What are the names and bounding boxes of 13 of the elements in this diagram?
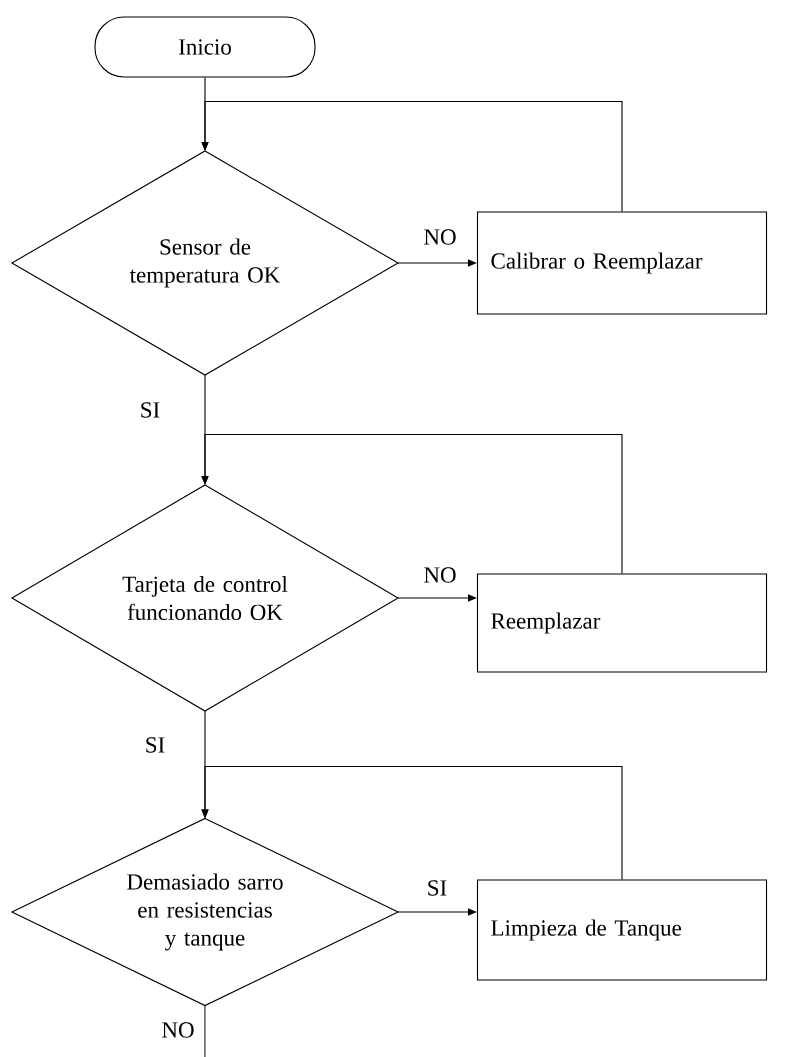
start-terminal: Inicio xyxy=(94,16,316,78)
edge-label: SI xyxy=(141,402,160,418)
edge-label: NO xyxy=(424,229,456,245)
process-box: Reemplazar xyxy=(476,573,768,673)
arrow xyxy=(201,100,623,212)
arrow xyxy=(201,433,623,574)
edge-label: NO xyxy=(162,1022,194,1038)
edge-label: SI xyxy=(428,880,447,896)
edge-label: SI xyxy=(146,737,165,753)
process-box: Limpieza de Tanque xyxy=(476,879,768,981)
process-box: Calibrar o Reemplazar xyxy=(476,211,768,315)
edge-label: NO xyxy=(424,567,456,583)
arrow xyxy=(201,765,623,880)
